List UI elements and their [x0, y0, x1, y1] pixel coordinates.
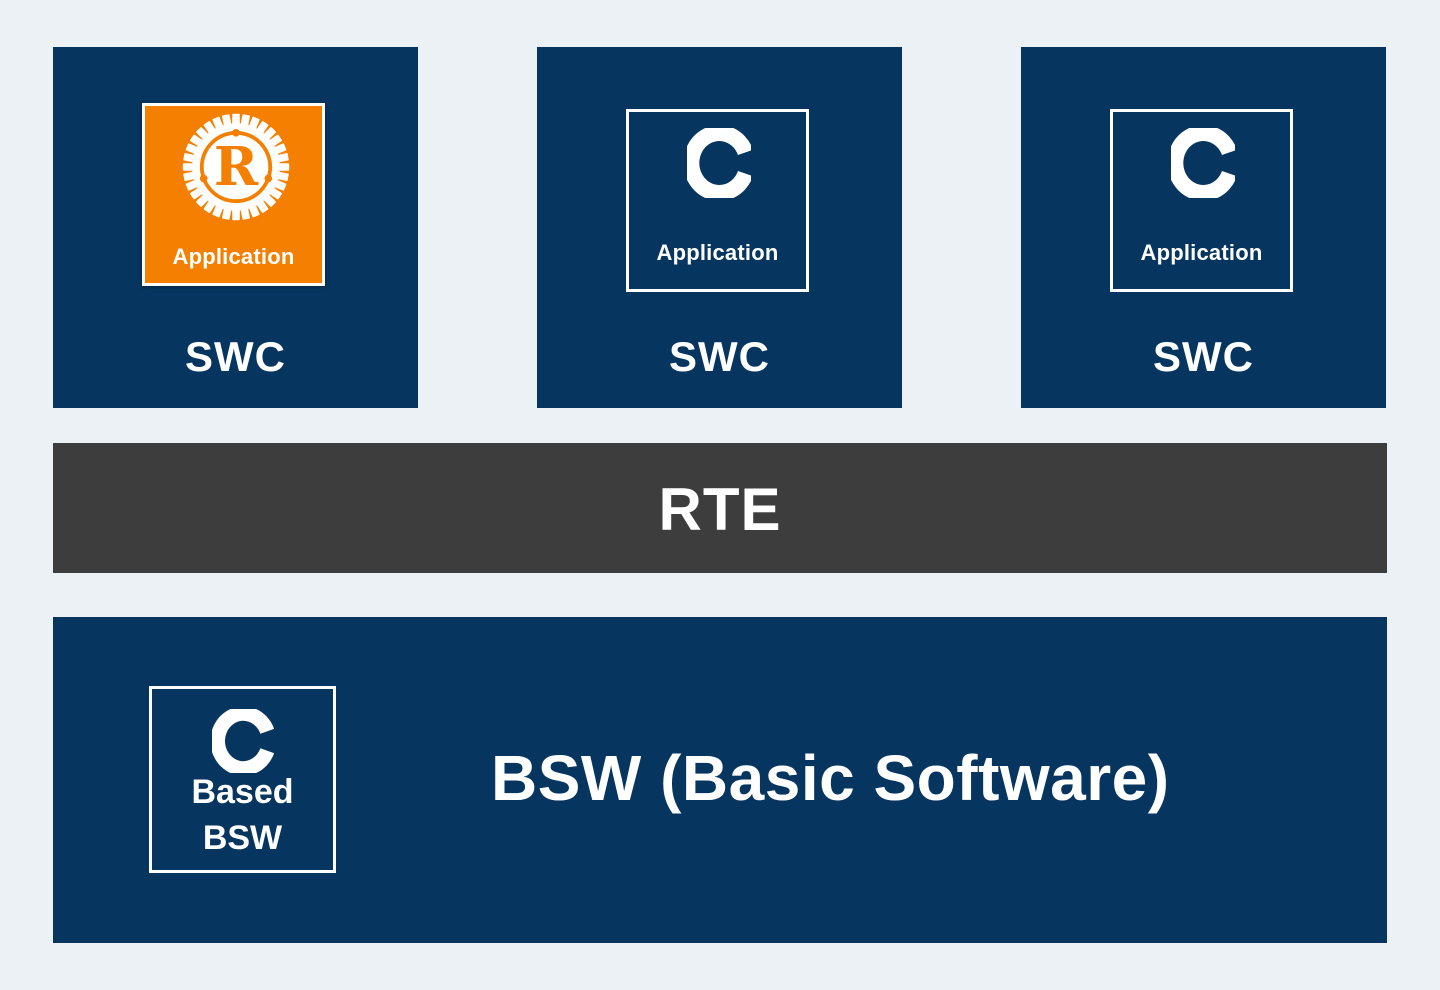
rte-label: RTE [658, 476, 782, 543]
bsw-title: BSW (Basic Software) [491, 742, 1170, 814]
c-language-icon [687, 128, 751, 198]
svg-text:R: R [214, 135, 259, 198]
rust-application-box: R Application [142, 103, 325, 286]
application-label: Application [172, 244, 295, 269]
c-language-icon [1171, 128, 1235, 198]
swc-block-c-1: Application SWC [537, 47, 902, 408]
application-label: Application [1140, 240, 1263, 265]
c-based-bsw-box: Based BSW [149, 686, 336, 873]
application-label: Application [656, 240, 779, 265]
bsw-box-label-line-2: BSW [202, 819, 283, 857]
swc-label: SWC [669, 333, 770, 380]
swc-block-rust: R Application SWC [53, 47, 418, 408]
bsw-layer: Based BSW BSW (Basic Software) [53, 617, 1387, 943]
c-application-box: Application [626, 109, 809, 292]
swc-block-c-2: Application SWC [1021, 47, 1386, 408]
swc-label: SWC [1153, 333, 1254, 380]
swc-label: SWC [185, 333, 286, 380]
rust-logo-icon: R [182, 113, 290, 221]
c-language-icon [212, 709, 274, 773]
bsw-box-label-line-1: Based [191, 773, 294, 811]
rte-layer: RTE [53, 443, 1387, 573]
c-application-box: Application [1110, 109, 1293, 292]
